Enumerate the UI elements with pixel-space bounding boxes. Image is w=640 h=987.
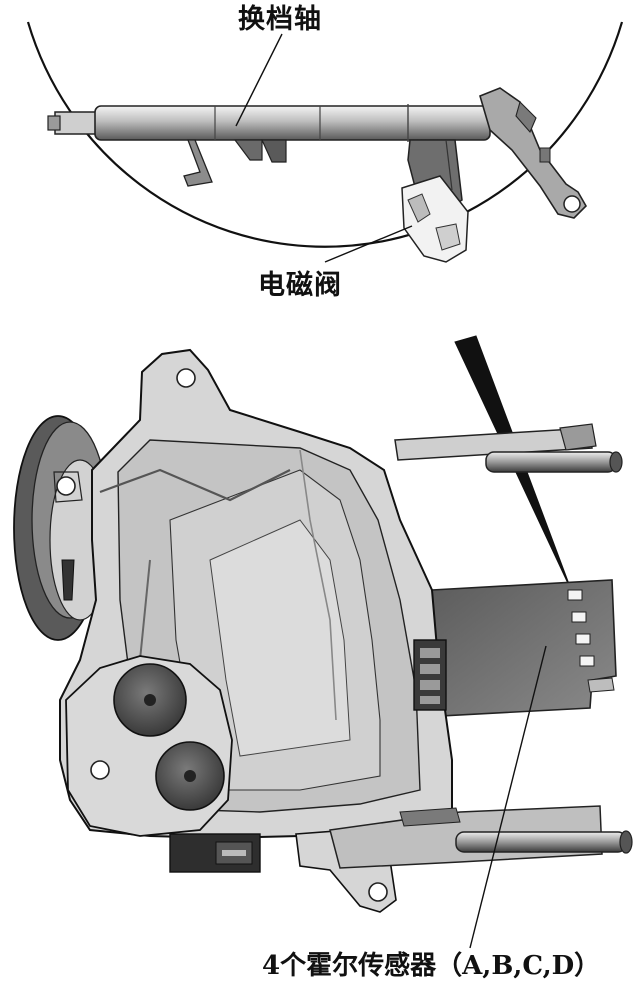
solenoid-valve-label: 电磁阀 — [258, 272, 342, 299]
hall-sensors-label: 4个霍尔传感器（A,B,C,D） — [262, 953, 600, 979]
shift-actuator-assembly — [14, 350, 632, 912]
hall-sensor-board — [432, 580, 616, 716]
solenoid-valve-drawing — [402, 140, 468, 262]
electrical-connector — [414, 640, 446, 710]
bottom-connector — [170, 834, 260, 872]
shift-shaft-label: 换档轴 — [238, 6, 322, 33]
shift-shaft-drawing — [48, 88, 586, 218]
magnified-detail-view — [28, 22, 622, 262]
solenoid-valve-leader-line — [325, 226, 412, 262]
